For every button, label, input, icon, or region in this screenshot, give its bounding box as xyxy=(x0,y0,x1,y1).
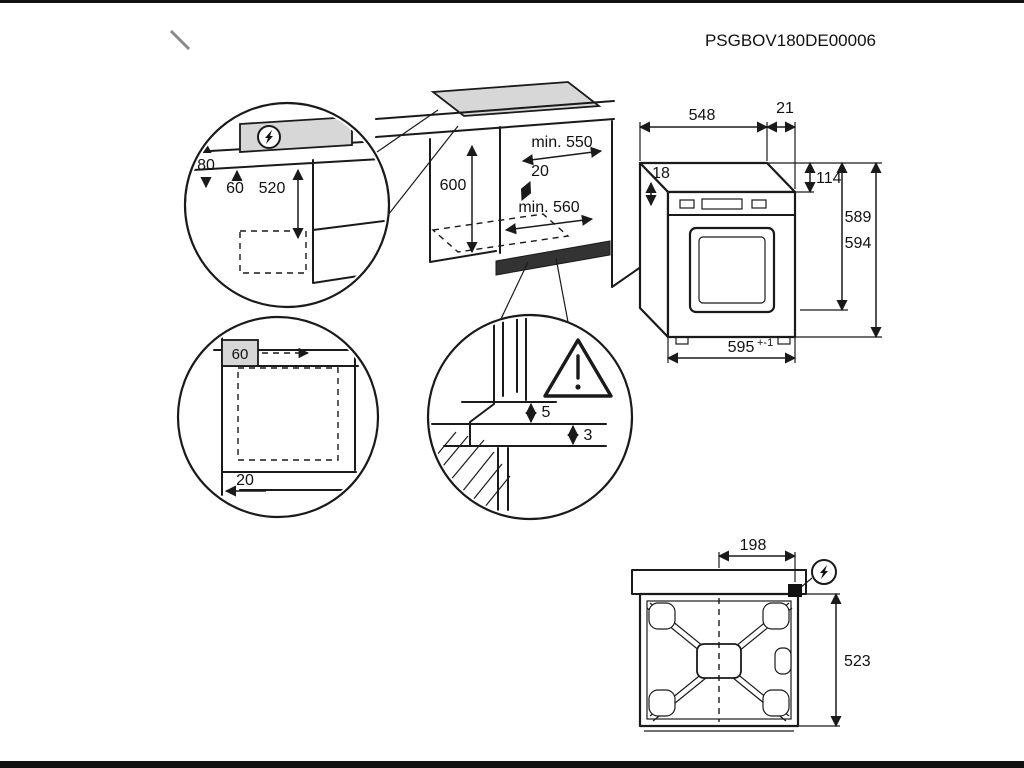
dim-niche-height: 600 xyxy=(440,177,467,194)
oven-rear-view: 198 523 xyxy=(631,537,871,732)
lightning-bolt-icon-rear xyxy=(820,565,828,579)
corner-plate-top-right xyxy=(762,602,790,630)
cabinet-structure-lines xyxy=(375,100,649,288)
control-knob-left xyxy=(679,199,695,209)
control-knob-right xyxy=(751,199,767,209)
dim-total-height: 594 xyxy=(845,235,872,252)
dim-depth: 548 xyxy=(689,107,716,124)
oven-isometric-view: 548 21 18 114 589 594 595 +-1 xyxy=(638,100,882,364)
dim-terminal-offset: 198 xyxy=(740,537,767,554)
dim-gap-lower: 3 xyxy=(584,427,593,444)
detail-circle-gaps xyxy=(426,313,634,521)
panel-section-lines xyxy=(431,318,607,511)
oven-foot-right xyxy=(777,336,791,345)
worktop-cutout xyxy=(430,81,602,117)
dim-width: 595 xyxy=(728,339,755,356)
dim-front-depth: 21 xyxy=(776,100,794,117)
junction-box-corner xyxy=(221,339,259,367)
junction-box xyxy=(239,116,353,153)
niche-front-rail xyxy=(495,240,611,276)
detail-electrical-connection: 80 60 520 xyxy=(183,101,391,309)
warning-exclamation-dot xyxy=(575,384,581,390)
clearance-zone-dashed xyxy=(237,367,339,461)
dim-top-inset: 18 xyxy=(652,165,670,182)
terminal-box xyxy=(788,584,802,597)
oven-foot-left xyxy=(675,336,689,345)
cabinet-back-dashed xyxy=(239,230,307,274)
dim-top-offset: 60 xyxy=(232,346,249,363)
rear-side-fitting xyxy=(774,647,792,675)
dim-niche-depth: min. 560 xyxy=(518,199,579,216)
rear-top-band xyxy=(631,569,807,595)
detail-leader-lines xyxy=(376,109,569,323)
corner-plate-bottom-left xyxy=(648,689,676,717)
dim-gap-upper: 5 xyxy=(542,404,551,421)
niche-bottom-dashed xyxy=(431,213,570,253)
corner-plate-bottom-right xyxy=(762,689,790,717)
oven-side-face xyxy=(638,161,670,339)
door-window-inner xyxy=(698,236,766,304)
dim-side-clearance: 20 xyxy=(531,163,549,180)
dim-cable-length: 520 xyxy=(259,180,286,197)
dim-cable-height: 80 xyxy=(197,157,215,174)
door-window-outer xyxy=(688,226,776,314)
detail-circle-electrical xyxy=(183,101,391,309)
dim-width-tolerance: +-1 xyxy=(757,337,773,349)
dim-niche-width: min. 550 xyxy=(531,134,592,151)
dim-line-niche-width xyxy=(521,146,603,166)
detail-rear-gaps: 5 3 xyxy=(426,313,634,521)
oven-front-face xyxy=(666,190,797,339)
detail-circle-corner xyxy=(176,315,380,519)
dim-line-niche-depth xyxy=(504,214,594,235)
terminal-leader-line xyxy=(799,577,813,589)
top-border-bar xyxy=(0,0,1024,3)
control-display xyxy=(701,198,743,210)
part-code: PSGBOV180DE00006 xyxy=(705,31,876,50)
corner-structure-lines xyxy=(213,331,365,496)
dim-box-offset: 60 xyxy=(226,180,244,197)
detail-corner-offsets: 60 20 xyxy=(176,315,380,519)
cabinet-niche-view: min. 550 600 20 min. 560 xyxy=(375,81,649,323)
dim-side-offset: 20 xyxy=(236,472,254,489)
corner-plate-top-left xyxy=(648,602,676,630)
wood-grain-hatch xyxy=(435,431,511,509)
dim-rear-height: 589 xyxy=(845,209,872,226)
bottom-border-bar xyxy=(0,761,1024,768)
dim-panel-height: 114 xyxy=(816,170,842,187)
rear-center-plate xyxy=(696,643,742,679)
dim-line-side-clearance xyxy=(520,180,532,202)
dim-rear-view-height: 523 xyxy=(844,653,871,670)
corner-mark xyxy=(169,29,191,51)
lightning-bolt-icon xyxy=(265,130,273,144)
